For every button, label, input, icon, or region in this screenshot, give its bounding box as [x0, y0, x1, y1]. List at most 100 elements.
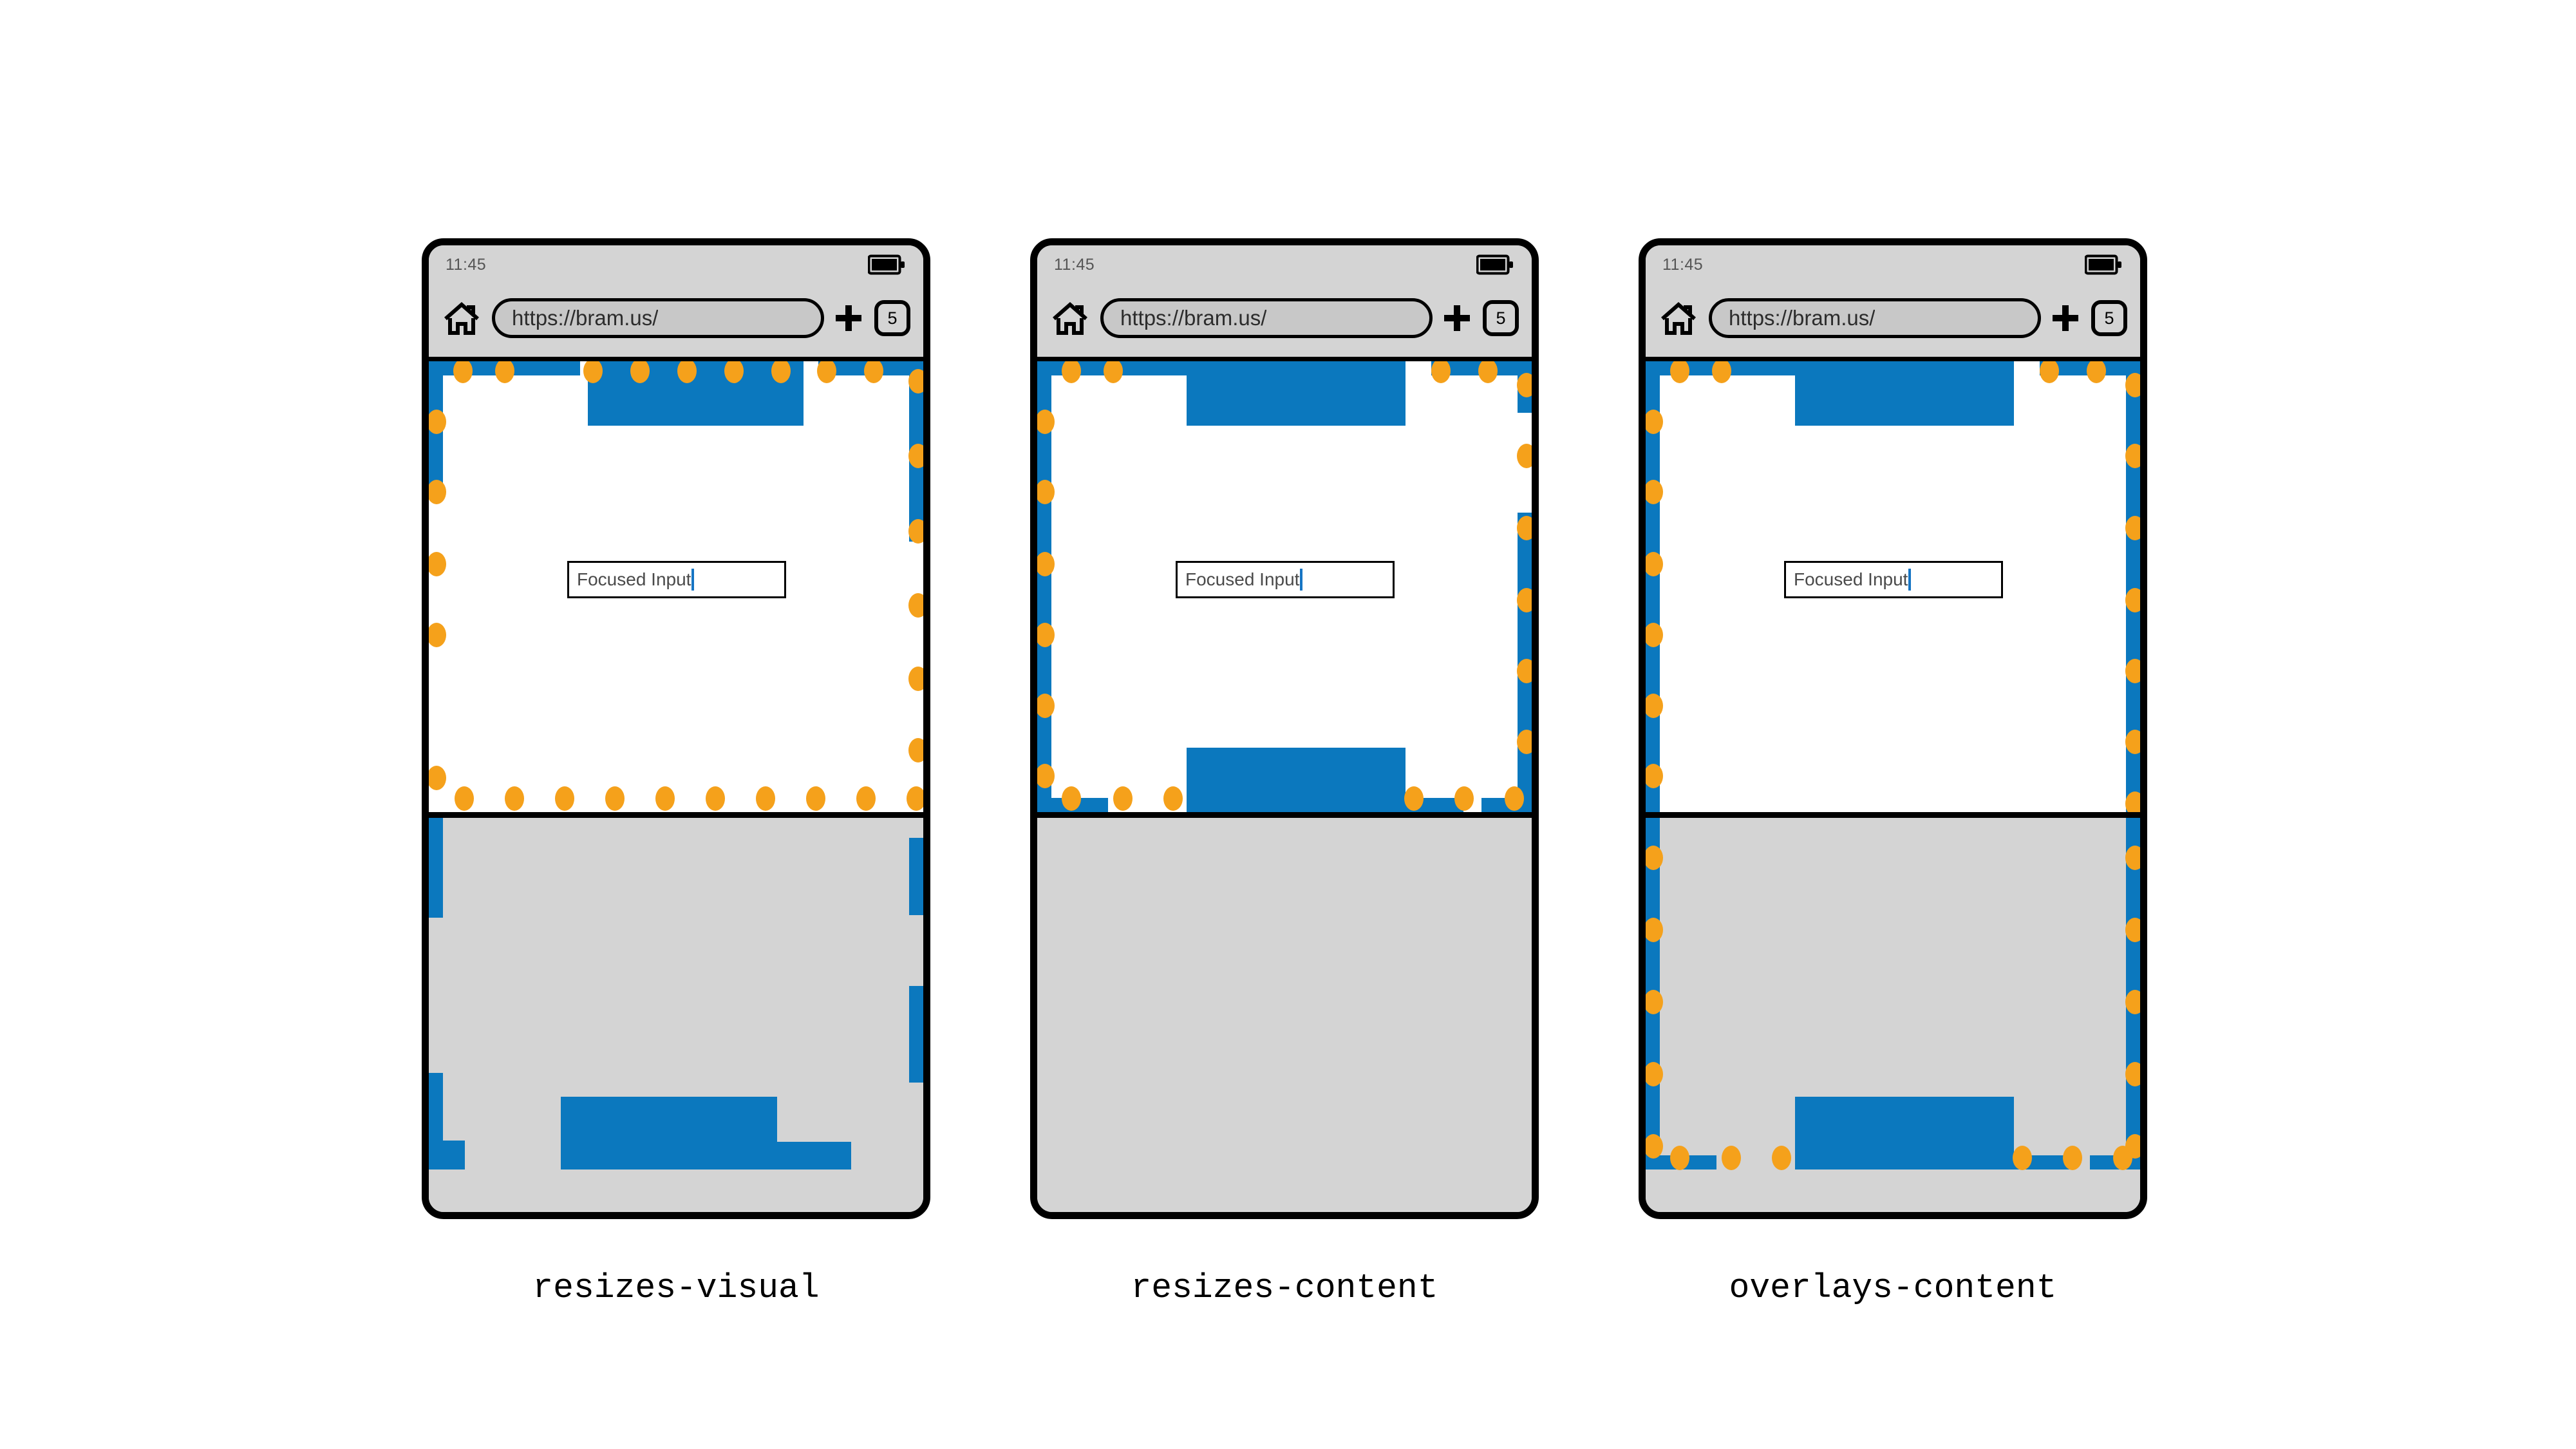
- outline-dot: [908, 593, 923, 618]
- outline-dot: [724, 361, 744, 383]
- focused-input[interactable]: Focused Input: [1176, 561, 1395, 598]
- outline-dot: [429, 766, 446, 790]
- panel-caption: overlays-content: [1729, 1269, 2057, 1307]
- outline-dot: [1037, 623, 1055, 647]
- tab-count-label: 5: [887, 308, 898, 328]
- outline-dot: [1517, 588, 1532, 612]
- outline-dot: [429, 480, 446, 504]
- outline-dot: [1646, 1134, 1663, 1159]
- plus-icon[interactable]: [833, 303, 864, 334]
- outline-dot: [495, 361, 514, 383]
- outline-dot: [2113, 1146, 2132, 1170]
- plus-icon[interactable]: [1442, 303, 1472, 334]
- battery-icon: [2085, 254, 2121, 275]
- outline-dot: [2125, 1134, 2140, 1159]
- panel-caption: resizes-visual: [532, 1269, 820, 1307]
- focused-input[interactable]: Focused Input: [1784, 561, 2003, 598]
- outline-dot: [806, 786, 825, 811]
- content-ribbon-left-rail: [429, 361, 443, 493]
- content-ribbon-bottom-block: [1795, 1097, 2014, 1170]
- text-caret: [1300, 569, 1303, 591]
- plus-icon[interactable]: [2050, 303, 2081, 334]
- content-ribbon-top-left: [429, 361, 500, 375]
- content-behind-keyboard-layer: [429, 812, 923, 1212]
- content-ribbon-bottom-right: [2090, 1155, 2140, 1170]
- outline-dot: [908, 738, 923, 762]
- outline-dot: [1404, 786, 1424, 811]
- tab-count-label: 5: [2104, 308, 2114, 328]
- content-ribbon-left-foot2: [429, 1141, 465, 1170]
- text-caret: [691, 569, 695, 591]
- outline-dot: [1037, 480, 1055, 504]
- device-frame: 11:45 https://bram.us/: [1030, 238, 1539, 1219]
- panel-resizes-content: 11:45 https://bram.us/: [1030, 238, 1539, 1346]
- home-icon[interactable]: [443, 301, 480, 336]
- status-bar-time: 11:45: [1054, 256, 1095, 274]
- url-bar[interactable]: https://bram.us/: [1100, 298, 1433, 338]
- url-bar[interactable]: https://bram.us/: [1709, 298, 2041, 338]
- home-icon[interactable]: [1051, 301, 1089, 336]
- virtual-keyboard: [429, 812, 923, 1212]
- url-bar[interactable]: https://bram.us/: [492, 298, 824, 338]
- outline-dot: [1062, 786, 1081, 811]
- tab-count-button[interactable]: 5: [874, 300, 910, 336]
- url-text: https://bram.us/: [512, 306, 659, 330]
- tab-count-button[interactable]: 5: [2091, 300, 2127, 336]
- outline-dot: [908, 667, 923, 691]
- content-ribbon-top-block: [1795, 361, 2014, 426]
- content-ribbon-bottom-strip: [777, 1142, 851, 1170]
- browser-toolbar: https://bram.us/ 5: [1037, 283, 1532, 354]
- outline-dot: [1646, 410, 1663, 434]
- device-frame: 11:45 https://bram.us/: [422, 238, 930, 1219]
- battery-icon: [868, 254, 905, 275]
- outline-dot: [1478, 361, 1498, 383]
- outline-dot: [1505, 786, 1524, 811]
- outline-dot: [1646, 623, 1663, 647]
- content-ribbon-left-rail-lower: [1646, 818, 1660, 1170]
- tab-count-button[interactable]: 5: [1483, 300, 1519, 336]
- outline-dot: [2125, 516, 2140, 540]
- keyboard-divider: [429, 812, 923, 818]
- content-ribbon-top-block: [1187, 361, 1406, 426]
- panel-overlays-content: 11:45 https://bram.us/: [1639, 238, 2147, 1346]
- outline-dot: [2125, 791, 2140, 812]
- outline-dot: [1037, 552, 1055, 576]
- outline-dot: [1431, 361, 1451, 383]
- tab-count-label: 5: [1496, 308, 1506, 328]
- virtual-keyboard: [1646, 812, 2140, 1212]
- outline-dot: [1646, 480, 1663, 504]
- outline-dot: [864, 361, 883, 383]
- outline-dot: [605, 786, 625, 811]
- outline-dot: [1646, 990, 1663, 1014]
- content-ribbon-bottom-strip: [2014, 1155, 2072, 1170]
- content-ribbon-bottom-strip: [1406, 798, 1463, 812]
- outline-dot: [2087, 361, 2106, 383]
- focused-input[interactable]: Focused Input: [567, 561, 786, 598]
- outline-dot: [1454, 786, 1474, 811]
- outline-dot: [1163, 786, 1183, 811]
- home-icon[interactable]: [1660, 301, 1697, 336]
- outline-dot: [908, 444, 923, 468]
- url-text: https://bram.us/: [1120, 306, 1267, 330]
- outline-dot: [583, 361, 603, 383]
- outline-dot: [2125, 990, 2140, 1014]
- outline-dot: [1517, 516, 1532, 540]
- outline-dot: [1037, 694, 1055, 718]
- browser-toolbar: https://bram.us/ 5: [429, 283, 923, 354]
- content-ribbon-right-rail: [909, 361, 923, 542]
- outline-dot: [677, 361, 697, 383]
- page-viewport: Focused Input: [1037, 361, 1532, 812]
- outline-dot: [1670, 361, 1689, 383]
- outline-dot: [2063, 1146, 2082, 1170]
- content-ribbon-left-rail: [1646, 361, 1660, 812]
- content-behind-keyboard-layer: [1646, 812, 2140, 1212]
- panel-resizes-visual: 11:45 https://bram.us/: [422, 238, 930, 1346]
- content-ribbon-bottom-right: [1481, 798, 1532, 812]
- page-viewport: Focused Input: [429, 361, 923, 812]
- outline-dot: [2125, 730, 2140, 754]
- outline-dot: [1517, 730, 1532, 754]
- outline-dot: [1037, 764, 1055, 788]
- status-bar-time: 11:45: [446, 256, 487, 274]
- focused-input-value: Focused Input: [577, 569, 691, 589]
